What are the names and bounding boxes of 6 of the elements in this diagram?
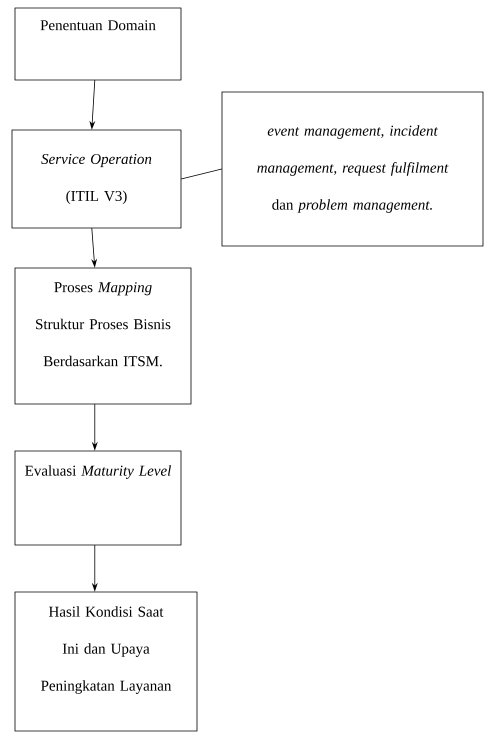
process-box: Proses Mapping Struktur Proses Bisnis Berdasarkan ITSM. [14,268,192,404]
process-box: Penentuan Domain [14,8,182,80]
process-box: Service Operation (ITIL V3) [12,130,182,228]
process-box: Hasil Kondisi Saat Ini dan Upaya Peningkatan Layanan [14,592,198,732]
process-box: event management, incident management, request fulfilment dan problem management. [222,92,484,246]
process-box: Evaluasi Maturity Level [14,450,182,546]
